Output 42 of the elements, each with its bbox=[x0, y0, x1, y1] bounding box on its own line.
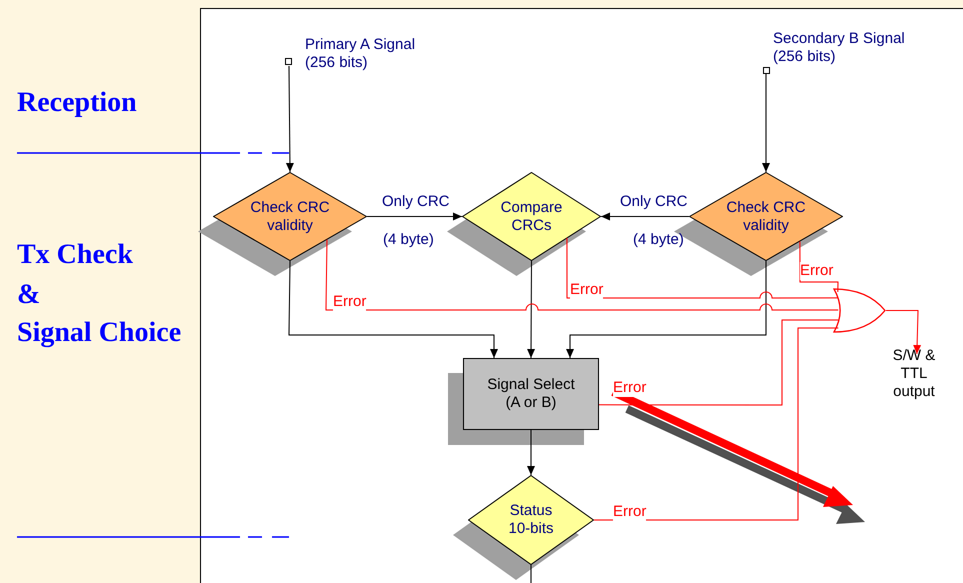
arrow bbox=[762, 72, 770, 172]
node-label: Compare CRCs bbox=[500, 198, 564, 234]
arrow bbox=[886, 310, 922, 354]
connector-line bbox=[530, 564, 532, 583]
arrow bbox=[600, 212, 690, 220]
arrow bbox=[366, 212, 462, 220]
connector-line bbox=[598, 319, 839, 406]
edge-label: Error bbox=[800, 262, 834, 280]
arrow bbox=[566, 260, 766, 358]
edge-label: Only CRC bbox=[620, 193, 688, 211]
edge-label: Error bbox=[613, 503, 646, 521]
stage-heading: Tx Check bbox=[17, 238, 133, 272]
connector-line bbox=[566, 237, 839, 298]
signal-label: Primary A Signal (256 bits) bbox=[305, 36, 416, 72]
decision-diamond bbox=[213, 172, 367, 261]
stage-heading: Signal Choice bbox=[17, 316, 182, 350]
edge-label: Error bbox=[570, 281, 604, 299]
process-box bbox=[463, 358, 599, 430]
node-label: Check CRC validity bbox=[249, 198, 331, 234]
or-gate-symbol bbox=[833, 288, 886, 333]
connector-line bbox=[326, 239, 839, 311]
edge-label: Only CRC bbox=[382, 193, 450, 211]
signal-label: Secondary B Signal (256 bits) bbox=[773, 30, 906, 66]
connector-line bbox=[594, 328, 839, 520]
stage-heading: Reception bbox=[17, 86, 137, 120]
stage-heading: & bbox=[17, 278, 40, 312]
size-note: (4 byte) bbox=[633, 231, 684, 249]
size-note: (4 byte) bbox=[383, 231, 434, 249]
node-label: S/W & TTL output bbox=[892, 347, 936, 401]
arrow bbox=[527, 430, 535, 476]
edge-label: Error bbox=[613, 379, 646, 397]
node-label: Signal Select (A or B) bbox=[486, 376, 576, 412]
node-label: Status 10-bits bbox=[507, 502, 555, 538]
decision-diamond bbox=[462, 172, 601, 261]
edge-label: Error bbox=[333, 293, 366, 311]
arrow bbox=[288, 260, 498, 358]
node-label: Check CRC validity bbox=[725, 198, 807, 234]
arrow bbox=[527, 260, 536, 358]
decision-diamond bbox=[468, 475, 594, 565]
decision-diamond bbox=[689, 172, 843, 261]
arrow bbox=[286, 66, 294, 172]
connector-line bbox=[799, 240, 839, 293]
